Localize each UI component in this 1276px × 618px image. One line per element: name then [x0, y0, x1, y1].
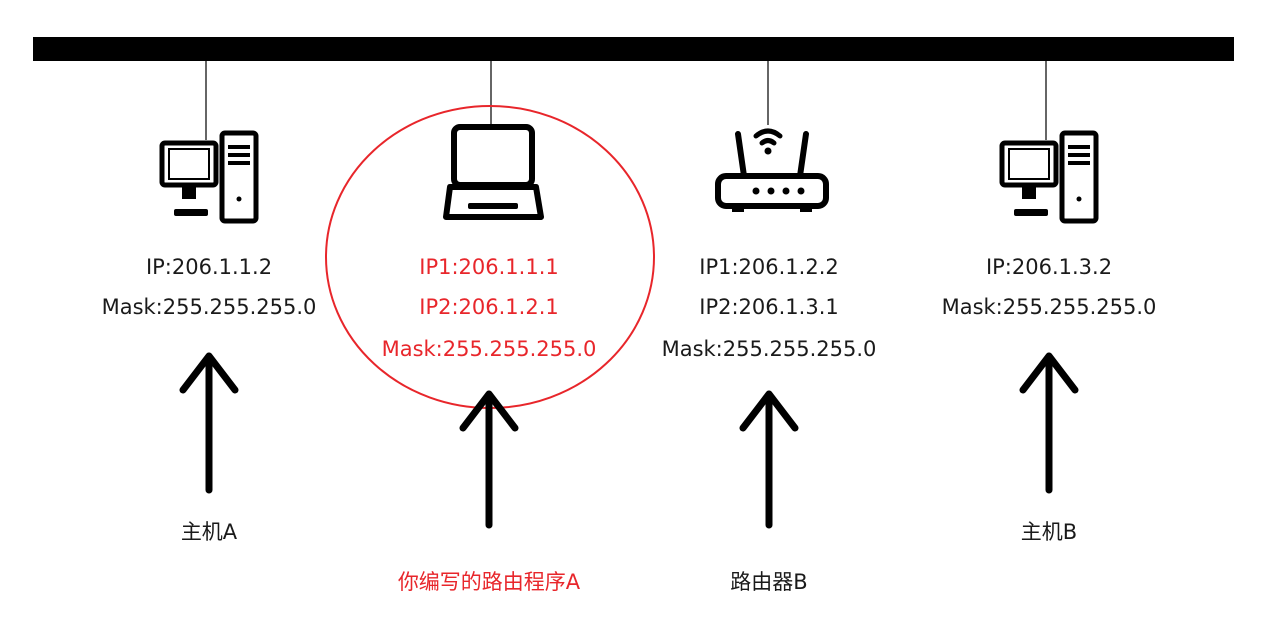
host-a-ip: IP:206.1.1.2 [145, 255, 273, 279]
router-b-ip1: IP1:206.1.2.2 [699, 255, 839, 279]
router-program-a-ip2: IP2:206.1.2.1 [419, 295, 559, 319]
desktop-computer-icon [159, 130, 259, 224]
arrow-up-icon [1019, 352, 1079, 494]
router-program-a-ip1: IP1:206.1.1.1 [419, 255, 559, 279]
host-b-ip: IP:206.1.3.2 [985, 255, 1113, 279]
router-program-a-mask: Mask:255.255.255.0 [381, 337, 597, 361]
host-a-caption: 主机A [180, 520, 238, 544]
arrow-up-icon [459, 390, 519, 529]
router-program-a-caption: 你编写的路由程序A [397, 570, 581, 594]
desktop-computer-icon [999, 130, 1099, 224]
laptop-icon [443, 124, 544, 220]
wifi-router-icon [715, 128, 829, 212]
arrow-up-icon [739, 390, 799, 529]
host-b-mask: Mask:255.255.255.0 [941, 295, 1157, 319]
router-b-mask: Mask:255.255.255.0 [661, 337, 877, 361]
network-bus [33, 37, 1234, 61]
router-b-caption: 路由器B [730, 570, 808, 594]
arrow-up-icon [179, 352, 239, 494]
host-a-mask: Mask:255.255.255.0 [101, 295, 317, 319]
router-b-ip2: IP2:206.1.3.1 [699, 295, 839, 319]
host-b-caption: 主机B [1020, 520, 1078, 544]
